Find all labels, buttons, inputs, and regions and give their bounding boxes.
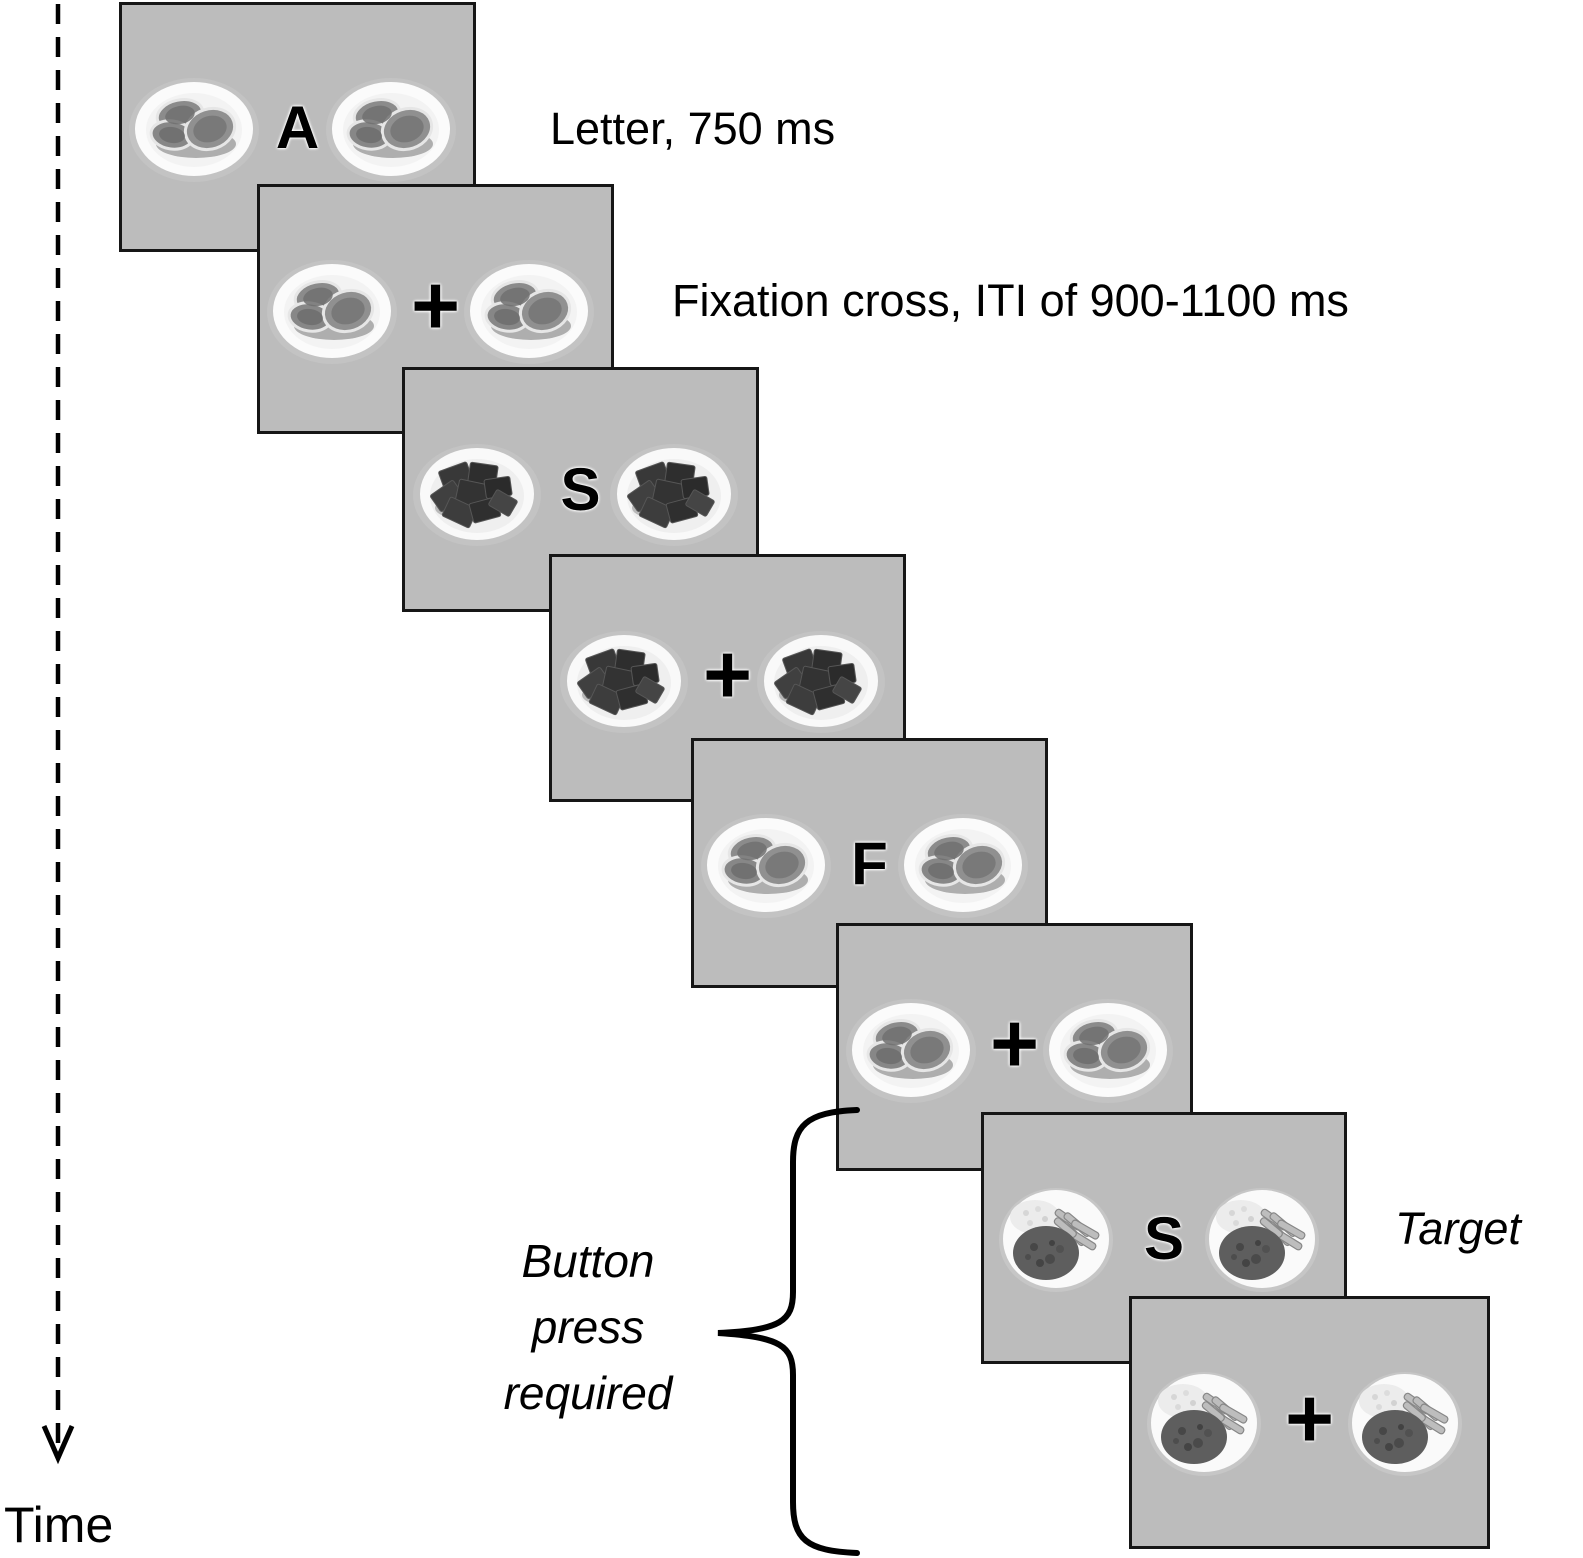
trial-screen-fixation: + bbox=[1129, 1296, 1490, 1549]
button-press-brace bbox=[717, 1107, 860, 1556]
button-press-line3: required bbox=[503, 1367, 673, 1419]
fixation-cross: + bbox=[410, 257, 461, 352]
stimulus-letter-target: S bbox=[1143, 1204, 1185, 1272]
food-plate-right-icon bbox=[755, 629, 887, 735]
time-arrow bbox=[41, 4, 75, 1465]
food-plate-right-icon bbox=[897, 813, 1029, 919]
letter-duration-label: Letter, 750 ms bbox=[550, 103, 836, 154]
fixation-cross: + bbox=[702, 626, 753, 721]
stimulus-letter: F bbox=[851, 829, 888, 897]
fixation-cross: + bbox=[1284, 1371, 1335, 1465]
food-plate-right-icon bbox=[1196, 1187, 1328, 1293]
food-plate-right-icon bbox=[1042, 998, 1174, 1104]
fixation-iti-label: Fixation cross, ITI of 900-1100 ms bbox=[672, 275, 1349, 326]
time-axis-label: Time bbox=[4, 1497, 114, 1553]
target-label: Target bbox=[1395, 1203, 1521, 1254]
fixation-cross: + bbox=[989, 995, 1040, 1090]
food-plate-right-icon bbox=[325, 77, 457, 183]
button-press-line1: Button bbox=[521, 1235, 655, 1287]
button-press-line2: press bbox=[531, 1301, 645, 1353]
stimulus-letter: A bbox=[275, 93, 320, 161]
food-plate-right-icon bbox=[608, 442, 740, 548]
food-plate-right-icon bbox=[1339, 1371, 1471, 1477]
stimulus-letter: S bbox=[560, 456, 601, 523]
button-press-label: Button press required bbox=[457, 1228, 719, 1426]
food-plate-right-icon bbox=[463, 259, 595, 365]
